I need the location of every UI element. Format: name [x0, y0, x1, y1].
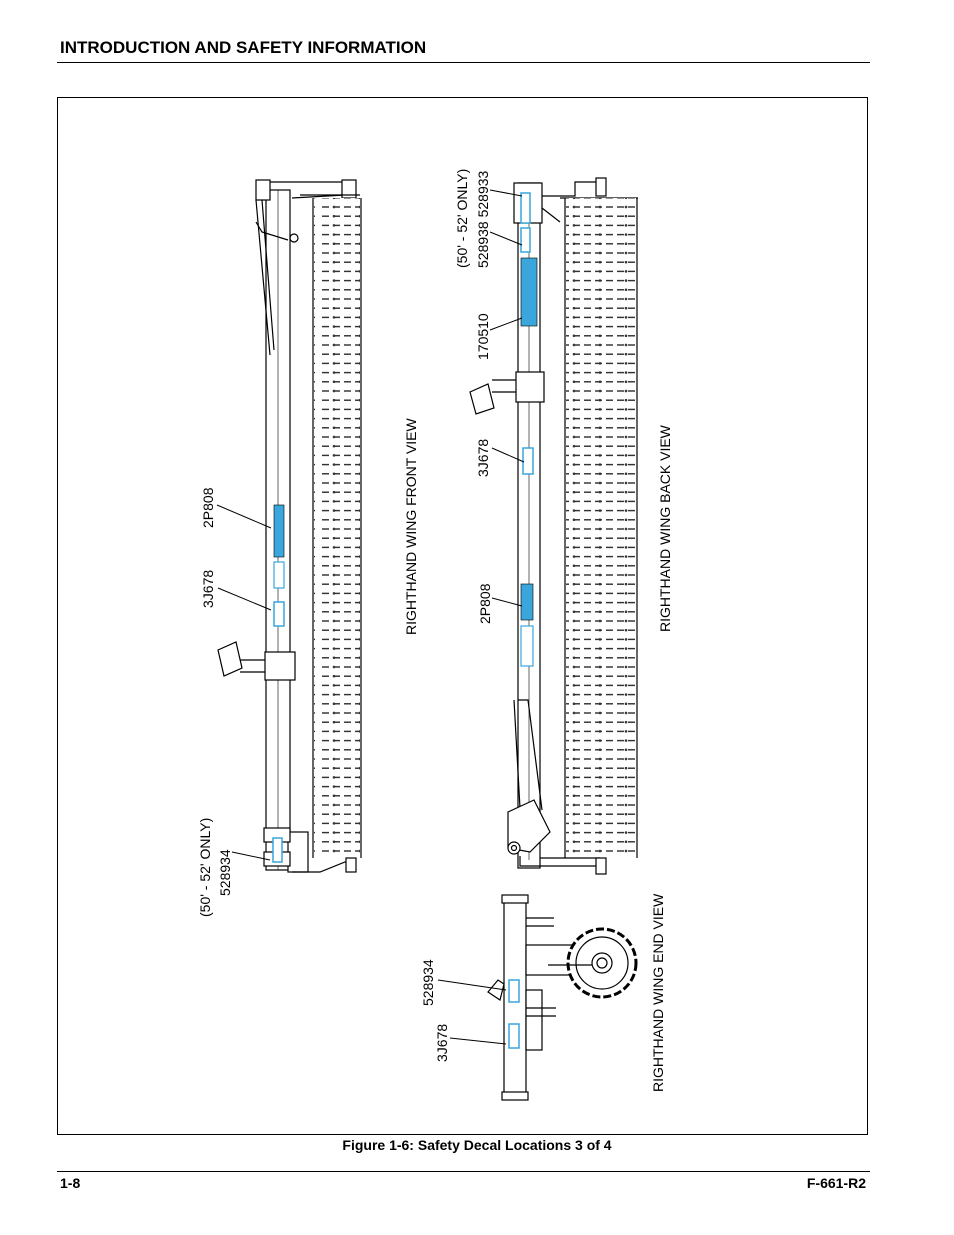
back-view-labels: RIGHTHAND WING BACK VIEW (50' - 52' ONLY… [454, 169, 673, 632]
end-decal-3j678 [508, 1023, 520, 1049]
back-decal-528938 [520, 227, 531, 253]
end-view-labels: RIGHTHAND WING END VIEW 528934 3J678 [420, 893, 666, 1092]
front-label-50-52-only: (50' - 52' ONLY) [197, 818, 213, 917]
section-header: INTRODUCTION AND SAFETY INFORMATION [60, 38, 427, 57]
back-decal-170510 [520, 257, 538, 327]
back-label-50-52-only: (50' - 52' ONLY) [454, 169, 470, 268]
front-label-2p808: 2P808 [200, 487, 216, 528]
back-decal-528933 [520, 192, 531, 224]
front-decal-2p808 [273, 504, 285, 558]
front-view-labels: RIGHTHAND WING FRONT VIEW 2P808 3J678 (5… [197, 417, 419, 917]
front-label-528934: 528934 [217, 849, 233, 896]
front-decal-528934 [272, 837, 283, 863]
back-decal-2p808 [520, 583, 534, 621]
figure-caption: Figure 1-6: Safety Decal Locations 3 of … [342, 1137, 612, 1153]
back-view-decals [520, 192, 538, 667]
back-decal-blank [520, 625, 534, 667]
front-view-drawing [217, 179, 362, 873]
header-rule [57, 62, 870, 63]
footer-rule [57, 1171, 870, 1172]
front-view-decals [272, 504, 285, 863]
back-decal-3j678 [522, 447, 534, 475]
end-view-leaders [437, 979, 507, 1045]
end-label-528934: 528934 [420, 959, 436, 1006]
back-label-3j678: 3J678 [475, 439, 491, 477]
back-view-leaders [489, 189, 525, 607]
figure-frame [57, 97, 868, 1135]
back-view-title: RIGHTHAND WING BACK VIEW [657, 424, 673, 632]
back-label-528938-528933: 528938 528933 [475, 170, 491, 268]
front-label-3j678: 3J678 [200, 570, 216, 608]
document-number: F-661-R2 [806, 1175, 866, 1191]
end-view-title: RIGHTHAND WING END VIEW [650, 893, 666, 1092]
front-decal-blank [273, 561, 285, 589]
back-view-drawing [469, 177, 638, 875]
back-label-170510: 170510 [475, 313, 491, 360]
front-view-leaders [216, 504, 272, 861]
page-number: 1-8 [60, 1175, 81, 1191]
end-view-decals [508, 979, 520, 1049]
front-view-title: RIGHTHAND WING FRONT VIEW [403, 417, 419, 635]
end-label-3j678: 3J678 [434, 1024, 450, 1062]
back-label-2p808: 2P808 [477, 583, 493, 624]
end-decal-528934 [508, 979, 520, 1003]
front-decal-3j678 [273, 601, 285, 627]
